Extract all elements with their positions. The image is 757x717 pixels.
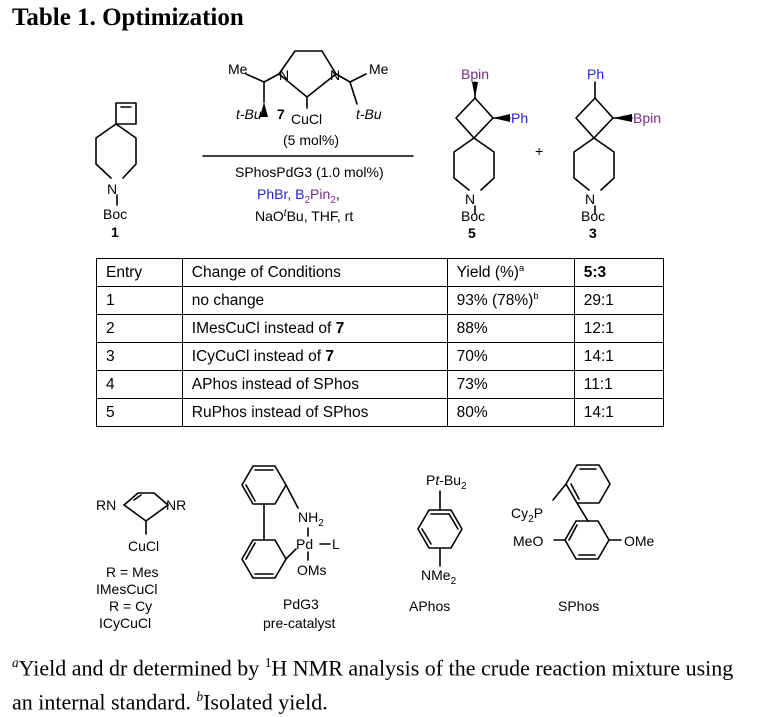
compound-3-n: N: [585, 191, 595, 207]
sphos-meo: MeO: [513, 533, 543, 549]
table-row: 2 IMesCuCl instead of 7 88% 12:1: [96, 314, 665, 343]
plus-sign: +: [535, 143, 543, 159]
aphos-ptbu2: Pt-Bu2: [426, 472, 467, 492]
cell-entry: 4: [96, 370, 183, 399]
nhc-legend-3: ICyCuCl: [99, 615, 151, 631]
cell-yield: 80%: [446, 398, 575, 427]
cell-change: no change: [181, 286, 448, 315]
compound-5-bpin: Bpin: [461, 66, 489, 82]
table-row: 5 RuPhos instead of SPhos 80% 14:1: [96, 398, 665, 427]
cell-change: ICyCuCl instead of 7: [181, 342, 448, 371]
cell-ratio: 11:1: [573, 370, 665, 399]
catalyst-n-right: N: [330, 67, 340, 83]
cell-change: IMesCuCl instead of 7: [181, 314, 448, 343]
cell-yield: 88%: [446, 314, 575, 343]
catalyst-number: 7: [277, 106, 285, 122]
table-footnote: aYield and dr determined by 1H NMR analy…: [12, 655, 734, 715]
cell-ratio: 14:1: [573, 398, 665, 427]
compound-3-number: 3: [589, 225, 597, 241]
sphos-cy2p: Cy2P: [511, 505, 543, 525]
catalyst-tbu-right: t-Bu: [356, 106, 382, 122]
nhc-cucl: CuCl: [128, 538, 159, 554]
cell-ratio: 29:1: [573, 286, 665, 315]
aphos-label: APhos: [409, 598, 450, 614]
nhc-legend-1: IMesCuCl: [96, 581, 157, 597]
pdg3-oms: OMs: [297, 562, 327, 578]
compound-5-n: N: [465, 191, 475, 207]
compound-5-ph: Ph: [511, 110, 528, 126]
header-change: Change of Conditions: [181, 258, 448, 287]
cell-entry: 5: [96, 398, 183, 427]
compound-5-number: 5: [468, 225, 476, 241]
nhc-rn: RN: [96, 497, 116, 513]
sphos-structure: [552, 464, 622, 560]
compound-5-boc: Boc: [461, 208, 485, 224]
cell-yield: 93% (78%)b: [446, 286, 575, 315]
cell-change: RuPhos instead of SPhos: [181, 398, 448, 427]
pd-conditions: SPhosPdG3 (1.0 mol%): [235, 164, 384, 180]
aphos-structure: [417, 490, 463, 567]
pdg3-label: PdG3: [283, 596, 319, 612]
cell-entry: 3: [96, 342, 183, 371]
cell-entry: 1: [96, 286, 183, 315]
header-entry: Entry: [96, 258, 183, 287]
pdg3-structure: [241, 465, 331, 579]
compound-1-structure: [95, 102, 137, 206]
catalyst-loading: (5 mol%): [283, 132, 339, 148]
reaction-scheme: N Boc 1 Me N N Me t-Bu 7 CuCl t-Bu (5 mo…: [95, 50, 661, 631]
pdg3-pd: Pd: [296, 536, 313, 552]
table-row: 4 APhos instead of SPhos 73% 11:1: [96, 370, 665, 399]
cell-yield: 73%: [446, 370, 575, 399]
compound-1-number: 1: [111, 224, 119, 240]
catalyst-tbu-left: t-Bu: [236, 106, 262, 122]
sphos-label: SPhos: [558, 598, 599, 614]
compound-5-structure: [453, 81, 511, 215]
pdg3-l: L: [332, 536, 340, 552]
cell-ratio: 14:1: [573, 342, 665, 371]
cell-yield: 70%: [446, 342, 575, 371]
aphos-nme2: NMe2: [421, 567, 457, 587]
results-table: Entry Change of Conditions Yield (%)a 5:…: [96, 258, 665, 427]
compound-3-bpin: Bpin: [633, 110, 661, 126]
compound-3-structure: [573, 81, 633, 215]
catalyst-me-left: Me: [228, 61, 248, 77]
table-header-row: Entry Change of Conditions Yield (%)a 5:…: [96, 258, 665, 287]
catalyst-me-right: Me: [369, 61, 389, 77]
sphos-ome: OMe: [624, 533, 655, 549]
base-text: NaOtBu, THF, rt: [255, 208, 353, 224]
nhc-structure: [123, 492, 169, 535]
header-ratio: 5:3: [573, 258, 665, 287]
cell-entry: 2: [96, 314, 183, 343]
header-yield: Yield (%)a: [446, 258, 575, 287]
nhc-legend-2: R = Cy: [109, 598, 152, 614]
catalyst-n-left: N: [279, 67, 289, 83]
nhc-nr: NR: [166, 497, 186, 513]
compound-1-boc: Boc: [103, 206, 127, 222]
catalyst-cucl: CuCl: [291, 111, 322, 127]
table-row: 3 ICyCuCl instead of 7 70% 14:1: [96, 342, 665, 371]
reagents-text: PhBr, B2Pin2,: [257, 186, 340, 206]
table-row: 1 no change 93% (78%)b 29:1: [96, 286, 665, 315]
catalyst-7-structure: [245, 50, 367, 109]
cell-change: APhos instead of SPhos: [181, 370, 448, 399]
compound-3-boc: Boc: [581, 208, 605, 224]
compound-1-n: N: [107, 181, 117, 197]
compound-3-ph: Ph: [587, 66, 604, 82]
pdg3-sublabel: pre-catalyst: [263, 615, 335, 631]
nhc-legend-0: R = Mes: [106, 564, 159, 580]
table-title: Table 1. Optimization: [12, 4, 244, 31]
pdg3-nh2: NH2: [298, 509, 324, 529]
cell-ratio: 12:1: [573, 314, 665, 343]
